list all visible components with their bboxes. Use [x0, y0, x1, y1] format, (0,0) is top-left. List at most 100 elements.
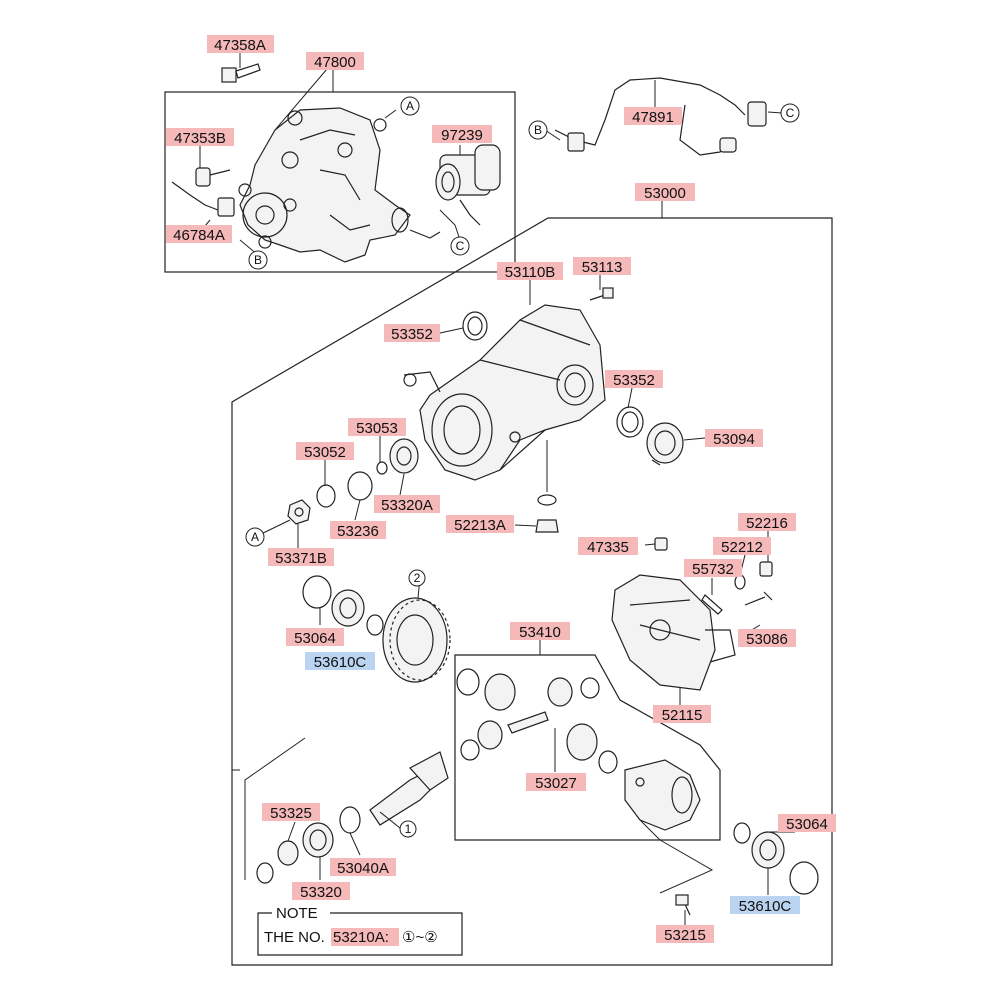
part-label-53325: 53325: [262, 803, 320, 822]
part-label-53094: 53094: [705, 429, 763, 448]
svg-text:53000: 53000: [644, 185, 686, 202]
shim-53064-right-drawing: [789, 861, 819, 895]
svg-text:53410: 53410: [519, 624, 561, 641]
svg-text:53352: 53352: [391, 326, 433, 343]
ref-A-top-text: A: [406, 99, 414, 113]
washer-53052-drawing: [316, 484, 336, 508]
ref-circle-1: 1: [399, 820, 417, 838]
seal-53352-right-drawing: [616, 406, 644, 438]
svg-text:53352: 53352: [613, 372, 655, 389]
svg-text:53053: 53053: [356, 420, 398, 437]
part-label-53215: 53215: [656, 925, 714, 944]
part-label-53320: 53320: [292, 882, 350, 901]
part-label-46784A: 46784A: [166, 225, 232, 244]
ref-circle-C-harness: C: [780, 103, 800, 123]
bolt-47358A-drawing: [221, 63, 261, 83]
part-label-53027: 53027: [526, 773, 586, 792]
note-title: NOTE: [276, 905, 318, 922]
seal-53352-upper-drawing: [462, 311, 488, 341]
part-label-53086: 53086: [738, 629, 796, 648]
part-label-47891: 47891: [624, 107, 682, 126]
part-label-53352-upper: 53352: [384, 324, 440, 343]
part-label-47335: 47335: [578, 537, 638, 556]
pin-55732-drawing: [701, 594, 723, 615]
spacer-53325-drawing: [277, 840, 299, 866]
wire-harness-47891-drawing: [554, 77, 767, 156]
svg-text:47891: 47891: [632, 109, 674, 126]
part-label-55732: 55732: [684, 559, 742, 578]
part-label-47800: 47800: [306, 52, 364, 71]
bolt-53215-drawing: [675, 894, 691, 916]
ref-circle-B-top: B: [248, 250, 268, 270]
diff-case-drawing: [624, 759, 701, 831]
part-label-53610C-left: 53610C: [305, 652, 375, 671]
svg-text:53110B: 53110B: [505, 264, 556, 281]
ref-A-main-text: A: [251, 530, 259, 544]
svg-text:47358A: 47358A: [214, 37, 266, 54]
differential-mount-bracket-drawing: [238, 107, 441, 263]
rear-cover-52115-drawing: [611, 574, 736, 691]
drain-plug-52213A-drawing: [535, 494, 559, 533]
note-part-number: 53210A:: [333, 929, 389, 946]
ref-circle-2: 2: [408, 569, 426, 587]
gasket-52212-drawing: [734, 574, 746, 590]
breather-47335-drawing: [654, 537, 668, 551]
actuator-97239-drawing: [435, 144, 501, 226]
part-label-53352-right: 53352: [605, 370, 663, 389]
svg-text:53064: 53064: [786, 816, 828, 833]
ref-circle-C-top: C: [450, 236, 470, 256]
ref-circle-A-main: A: [245, 527, 265, 547]
svg-text:53094: 53094: [713, 431, 755, 448]
bearing-53610C-left-drawing: [331, 589, 365, 627]
svg-text:53320: 53320: [300, 884, 342, 901]
svg-text:53027: 53027: [535, 775, 577, 792]
diff-case-group-outline: [454, 654, 721, 841]
bearing-53320A-drawing: [389, 438, 419, 474]
part-label-47353B: 47353B: [166, 128, 234, 147]
ref-circle-A-top: A: [400, 96, 420, 116]
bolt-53113-drawing: [589, 287, 614, 301]
part-label-53053: 53053: [348, 418, 406, 437]
note-prefix: THE NO.: [264, 929, 325, 946]
svg-text:53610C: 53610C: [739, 898, 792, 915]
ref-B-top-text: B: [254, 253, 262, 267]
svg-text:97239: 97239: [441, 127, 483, 144]
part-label-52115: 52115: [653, 705, 711, 724]
ring-gear-drawing: [382, 597, 451, 683]
diff-internal-gears-drawing: [456, 668, 618, 774]
note-box: NOTE THE NO. 53210A: ①~②: [257, 905, 463, 956]
nut-53371B-drawing: [287, 499, 311, 525]
part-label-53236: 53236: [330, 521, 386, 540]
bracket-group-box: [164, 91, 516, 273]
part-label-52213A: 52213A: [446, 515, 514, 534]
part-label-53320A: 53320A: [374, 495, 440, 514]
ref-2-text: 2: [414, 571, 421, 585]
svg-text:53371B: 53371B: [275, 550, 327, 567]
ring-pinion-end-drawing: [256, 862, 274, 884]
ref-circle-B-harness: B: [528, 120, 548, 140]
shim-53064-left-drawing: [302, 575, 332, 609]
part-label-53113: 53113: [573, 257, 631, 276]
part-label-52216: 52216: [738, 513, 796, 532]
flange-53094-drawing: [646, 422, 684, 466]
part-label-97239: 97239: [432, 125, 492, 144]
svg-text:55732: 55732: [692, 561, 734, 578]
bearing-53320-drawing: [302, 822, 334, 858]
sensor-47353B-drawing: [171, 167, 235, 217]
part-label-53110B: 53110B: [497, 262, 563, 281]
part-label-52212: 52212: [713, 537, 771, 556]
plug-52216-drawing: [759, 561, 773, 577]
svg-text:52212: 52212: [721, 539, 763, 556]
seal-53040A-drawing: [339, 806, 361, 834]
svg-text:53052: 53052: [304, 444, 346, 461]
part-label-47358A: 47358A: [207, 35, 274, 54]
svg-text:53320A: 53320A: [381, 497, 433, 514]
diff-carrier-housing-drawing: [403, 304, 606, 481]
note-range: ①~②: [402, 929, 438, 946]
part-label-53410: 53410: [510, 622, 570, 641]
svg-text:47335: 47335: [587, 539, 629, 556]
svg-text:53236: 53236: [337, 523, 379, 540]
svg-text:53064: 53064: [294, 630, 336, 647]
svg-text:47353B: 47353B: [174, 130, 226, 147]
